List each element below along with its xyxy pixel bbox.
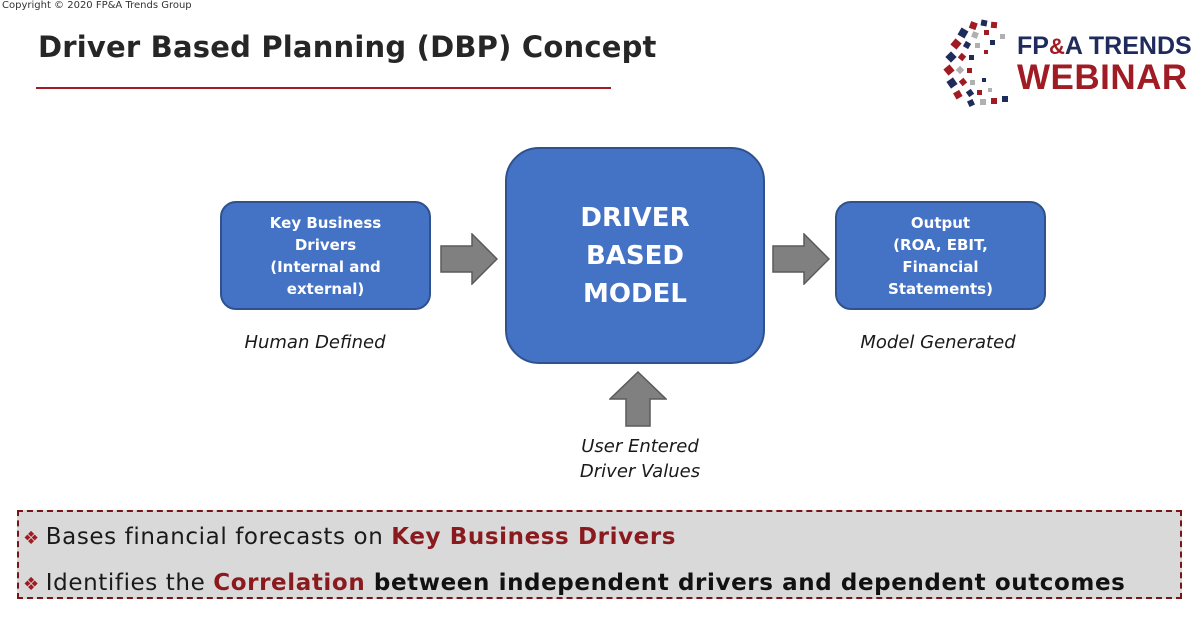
bullet-highlight: Correlation	[213, 570, 366, 596]
diamond-bullet-icon: ❖	[23, 528, 40, 549]
fpa-trends-logo: FP&A TRENDS WEBINAR	[940, 16, 1192, 108]
bullet-item: ❖Identifies the Correlation between inde…	[23, 570, 1125, 596]
bullet-item: ❖Bases financial forecasts on Key Busine…	[23, 524, 676, 550]
key-business-drivers-label: Key Business Drivers (Internal and exter…	[269, 213, 382, 298]
logo-mosaic-icon	[943, 19, 1008, 107]
driver-based-model-box: DRIVER BASED MODEL	[505, 147, 765, 364]
copyright-notice: Copyright © 2020 FP&A Trends Group	[2, 0, 192, 11]
arrow-up-icon	[609, 371, 667, 427]
output-box: Output (ROA, EBIT, Financial Statements)	[835, 201, 1046, 310]
bullet-bold-text: between independent drivers and dependen…	[365, 570, 1126, 596]
bullet-text: Identifies the	[45, 570, 214, 596]
driver-based-model-label: DRIVER BASED MODEL	[580, 202, 690, 309]
arrow-right-icon	[440, 233, 498, 285]
bullet-highlight: Key Business Drivers	[391, 524, 677, 550]
page-title: Driver Based Planning (DBP) Concept	[38, 30, 657, 64]
logo-wordmark-top: FP&A TRENDS	[1017, 32, 1192, 60]
key-points-panel: ❖Bases financial forecasts on Key Busine…	[17, 510, 1182, 599]
output-label: Output (ROA, EBIT, Financial Statements)	[888, 213, 993, 298]
user-entered-caption: User Entered Driver Values	[579, 436, 701, 482]
bullet-text: Bases financial forecasts on	[45, 524, 392, 550]
key-business-drivers-box: Key Business Drivers (Internal and exter…	[220, 201, 431, 310]
diamond-bullet-icon: ❖	[23, 574, 40, 595]
model-generated-caption: Model Generated	[860, 332, 1016, 353]
arrow-right-icon	[772, 233, 830, 285]
logo-wordmark-bottom: WEBINAR	[1017, 58, 1188, 97]
human-defined-caption: Human Defined	[244, 332, 386, 353]
title-underline	[36, 87, 611, 89]
